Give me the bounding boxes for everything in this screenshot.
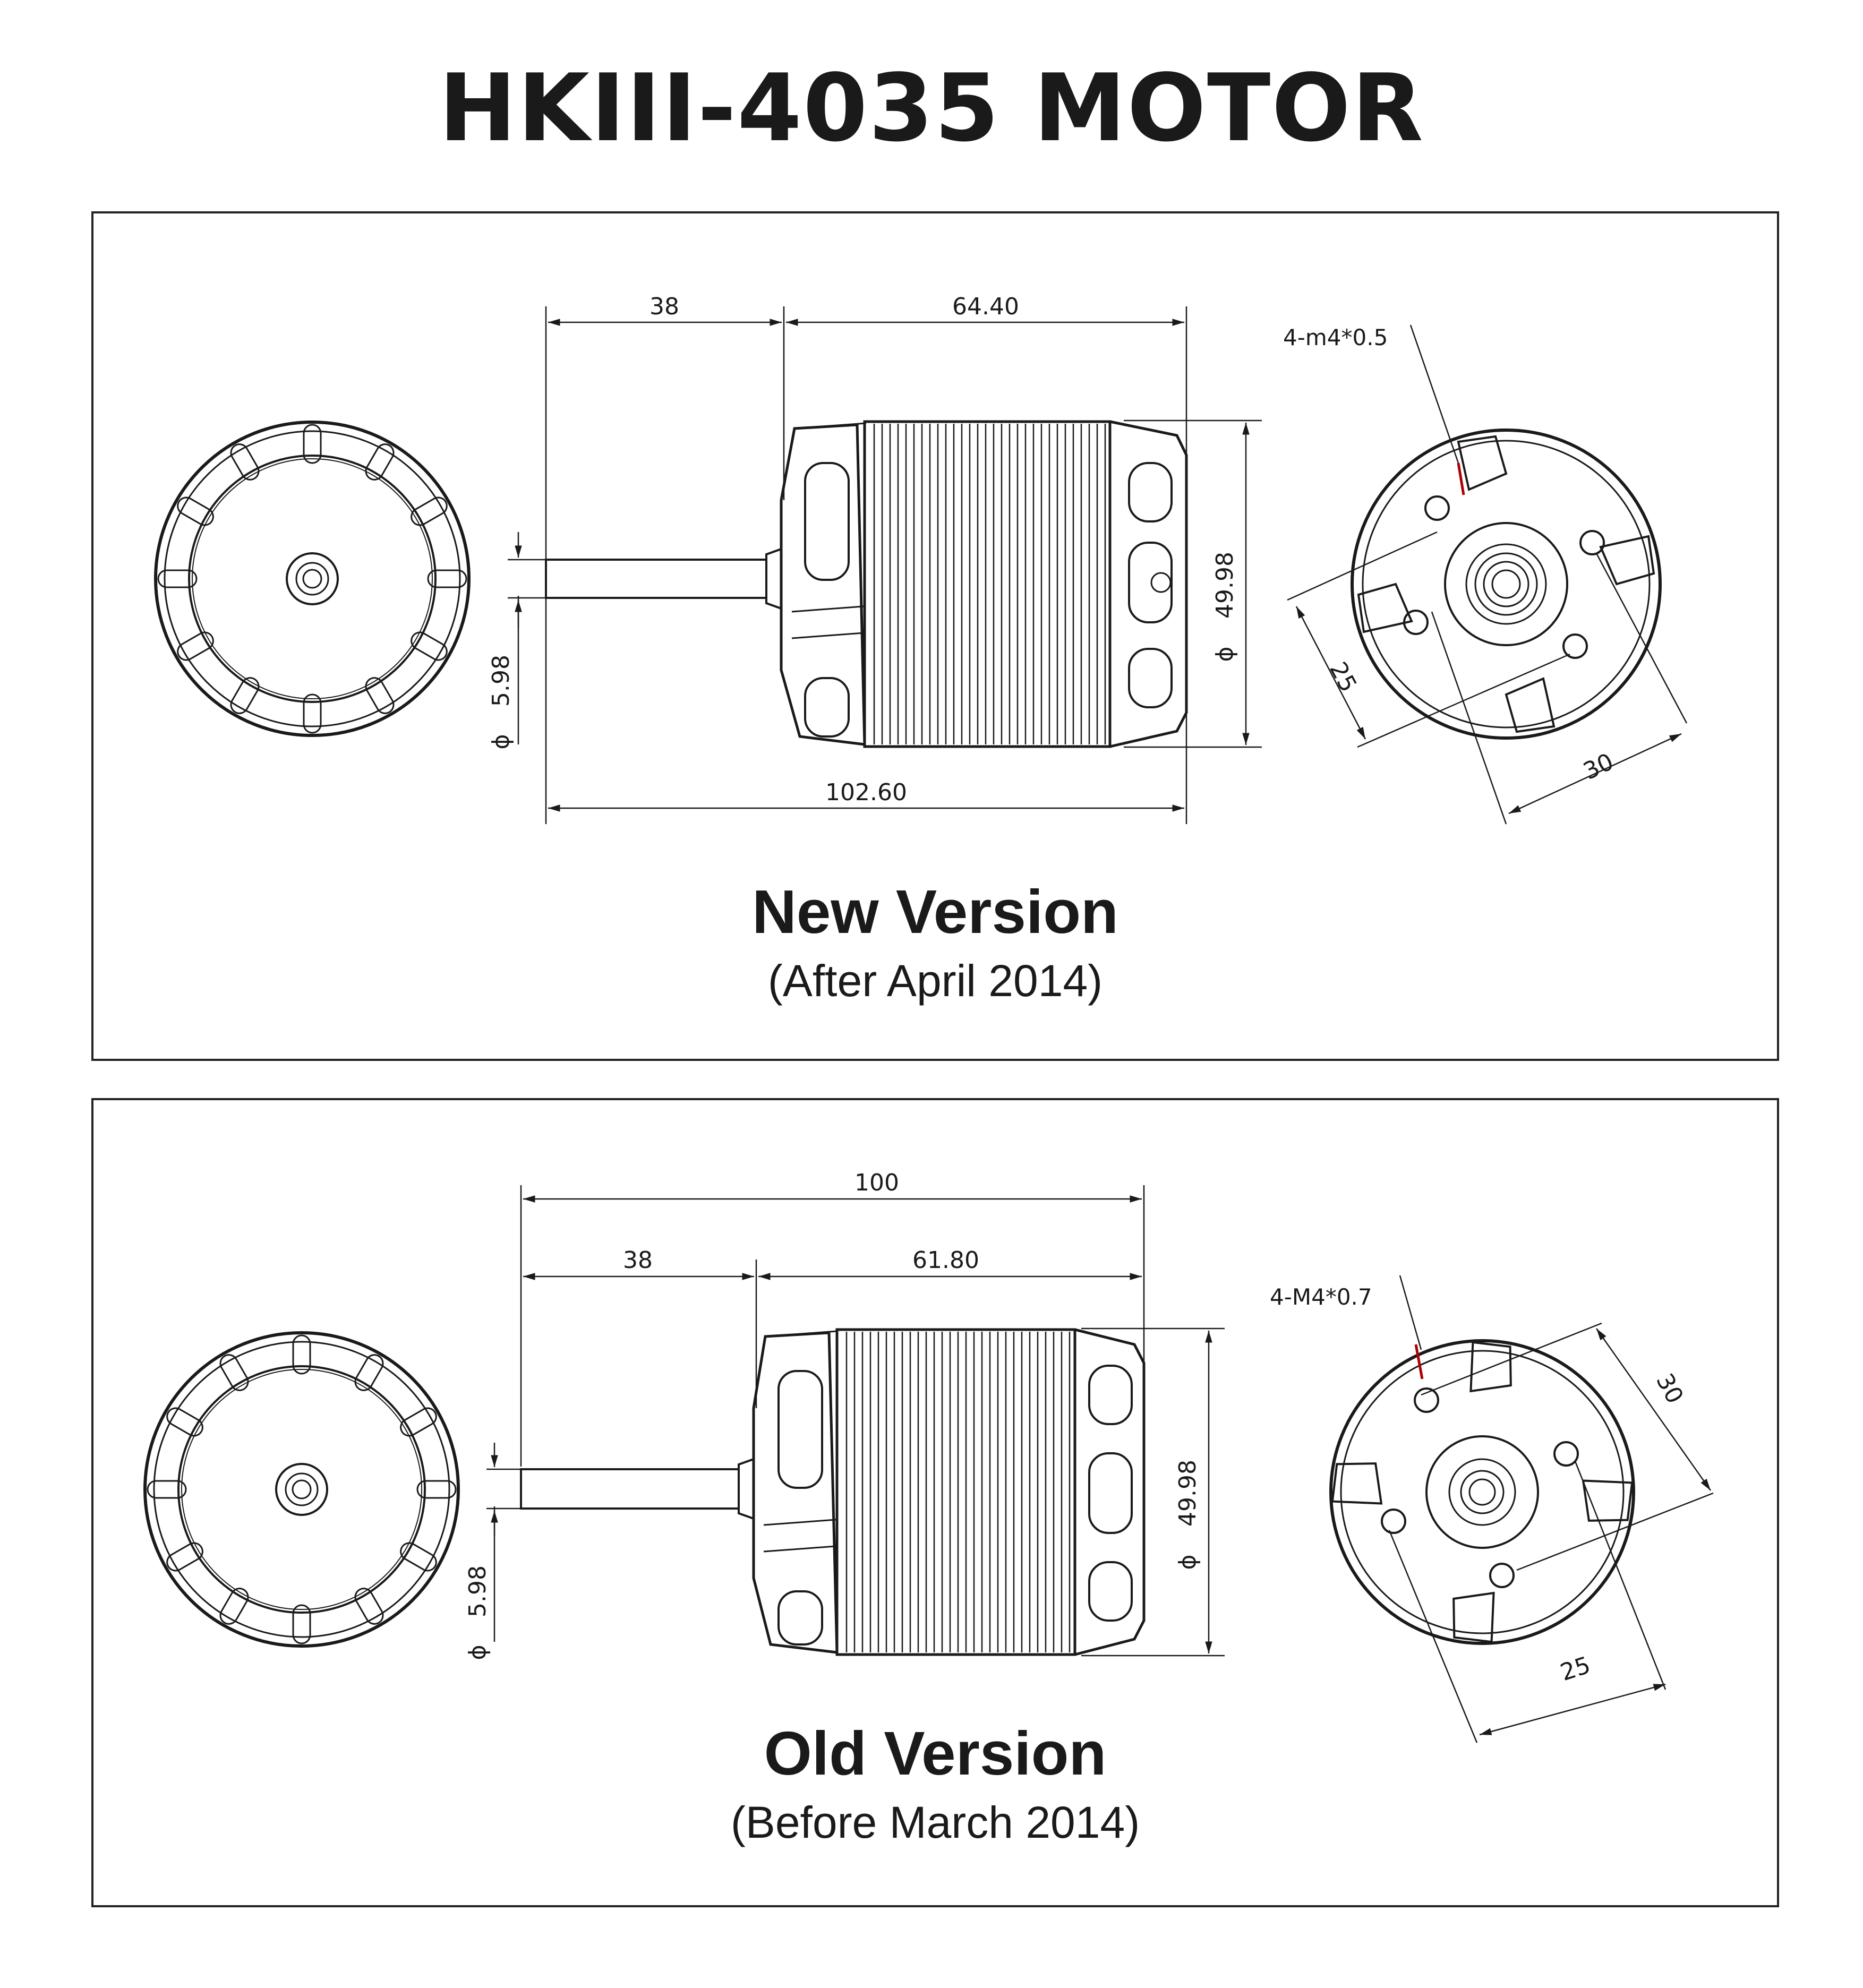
dim-new-shaft-length: 38 — [650, 293, 679, 320]
dim-new-overall-length: 102.60 — [825, 779, 907, 806]
new-hole-spacing-a: 25 — [1324, 657, 1362, 696]
dim-new-can-length: 64.40 — [952, 293, 1019, 320]
dim-new-shaft-diameter: 5.98 — [488, 655, 515, 707]
dim-old-diameter: 49.98 — [1174, 1460, 1201, 1527]
old-front-view — [143, 1331, 460, 1648]
front-slots — [157, 424, 467, 734]
old-rear-view-dimensions — [1388, 1275, 1714, 1743]
old-side-view — [520, 1328, 1146, 1656]
new-hole-spacing-b: 30 — [1579, 748, 1618, 785]
rear-view — [1351, 429, 1662, 740]
old-hole-spacing-b: 25 — [1557, 1651, 1594, 1686]
dim-old-overall-length: 100 — [854, 1169, 899, 1196]
dim-old-can-length: 61.80 — [912, 1247, 979, 1274]
dim-new-shaft-diameter-symbol: ϕ — [488, 734, 515, 749]
old-hole-spacing-a: 30 — [1651, 1369, 1688, 1408]
side-view — [545, 420, 1188, 748]
old-version-panel: 100 38 61.80 ϕ 49.98 ϕ 5.98 — [91, 1098, 1779, 1907]
dim-new-diameter-symbol: ϕ — [1211, 646, 1238, 662]
new-version-drawing: 38 64.40 102.60 ϕ 49.98 ϕ 5.98 — [154, 293, 1688, 825]
old-version-title: Old Version — [764, 1719, 1107, 1788]
old-dimensions — [486, 1185, 1225, 1657]
old-version-drawing: 100 38 61.80 ϕ 49.98 ϕ 5.98 — [143, 1169, 1714, 1743]
dim-old-diameter-symbol: ϕ — [1174, 1554, 1201, 1570]
new-dimensions — [508, 306, 1262, 824]
rear-view-dimensions — [1287, 324, 1688, 825]
front-view — [154, 421, 471, 737]
dim-old-shaft-diameter-symbol: ϕ — [464, 1644, 491, 1660]
old-rear-view — [1329, 1339, 1635, 1645]
dim-old-shaft-diameter: 5.98 — [464, 1565, 491, 1617]
old-mount-thread-label: 4-M4*0.7 — [1270, 1284, 1372, 1310]
new-version-title: New Version — [752, 877, 1118, 946]
page-title: HKIII-4035 MOTOR — [439, 55, 1424, 162]
old-version-subtitle: (Before March 2014) — [730, 1797, 1140, 1847]
new-mount-thread-label: 4-m4*0.5 — [1283, 324, 1388, 350]
new-version-panel: 38 64.40 102.60 ϕ 49.98 ϕ 5.98 — [91, 211, 1779, 1061]
dim-new-diameter: 49.98 — [1211, 552, 1238, 619]
dim-old-shaft-length: 38 — [623, 1247, 653, 1274]
can-fins — [873, 424, 1106, 744]
new-version-subtitle: (After April 2014) — [767, 956, 1103, 1006]
